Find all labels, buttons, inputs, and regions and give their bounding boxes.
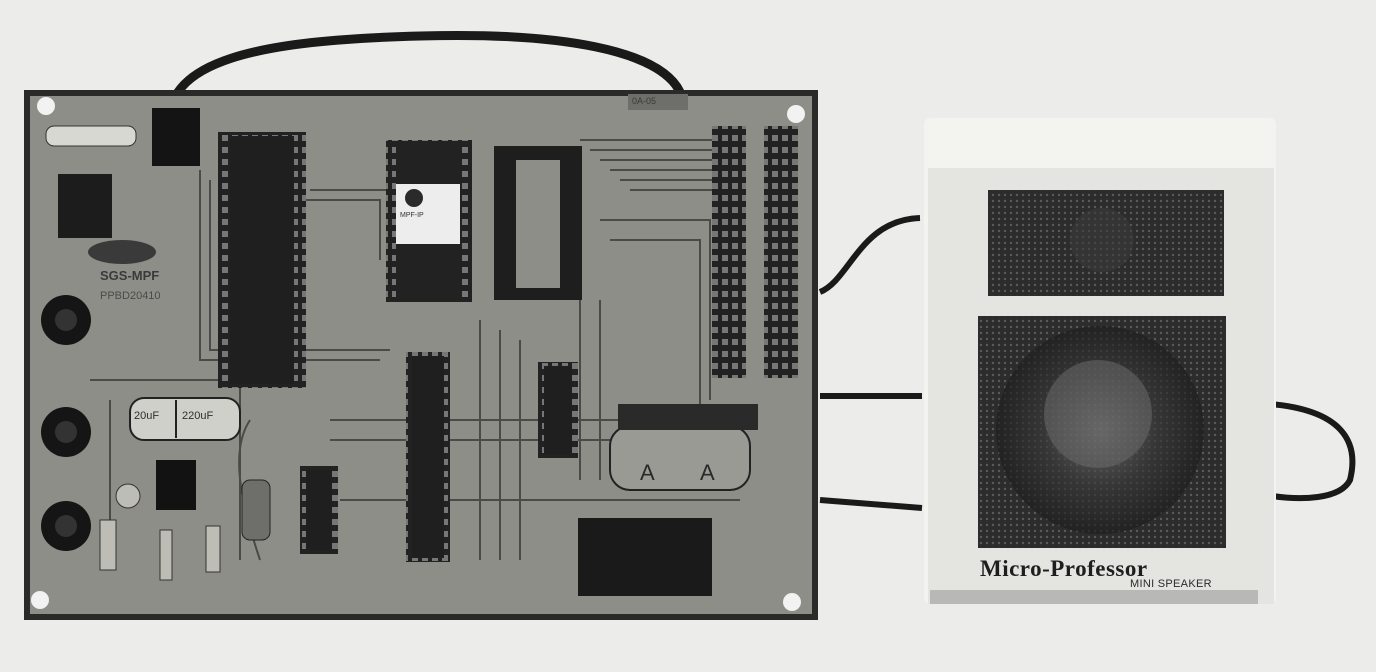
speaker-cable-loop	[1269, 401, 1356, 502]
mini-speaker	[924, 118, 1276, 604]
connector-label: 0A-05	[632, 96, 657, 106]
speaker-brand-label: Micro-Professor	[980, 556, 1148, 581]
circuit-board: A A	[24, 90, 818, 620]
capacitor-right-label: 220uF	[182, 410, 214, 422]
power-cable	[164, 31, 685, 131]
capacitor-left-label: 20uF	[134, 410, 160, 422]
speaker-subtitle-label: MINI SPEAKER	[1130, 578, 1212, 590]
svg-text:A: A	[640, 460, 655, 485]
speaker-cable-top	[818, 215, 921, 295]
board-code-silkscreen: PPBD20410	[100, 290, 161, 302]
board-name-silkscreen: SGS-MPF	[100, 268, 160, 283]
speaker-cable-bottom	[819, 497, 923, 511]
svg-text:A: A	[700, 460, 715, 485]
eprom-chip-label: MPF-IP	[400, 212, 424, 219]
